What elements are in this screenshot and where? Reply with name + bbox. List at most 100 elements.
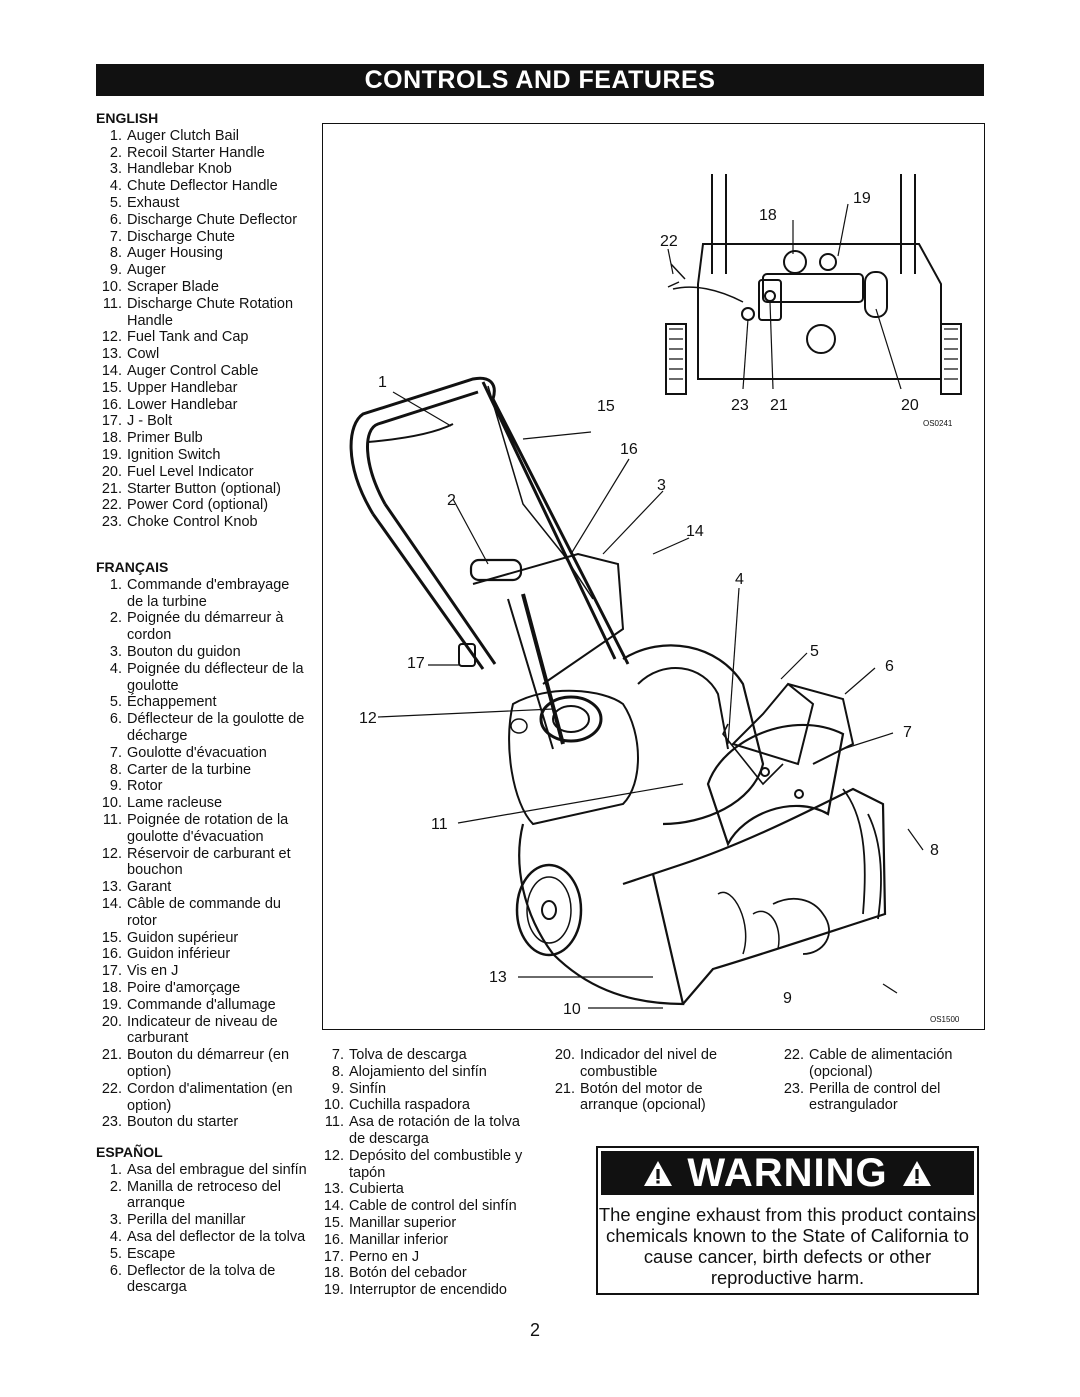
figure-code-top: OS0241 — [923, 419, 953, 428]
part-list-item: 6.Discharge Chute Deflector — [96, 212, 308, 229]
part-list-item: 15.Manillar superior — [318, 1215, 533, 1232]
callout-19: 19 — [853, 190, 871, 207]
part-name: Alojamiento del sinfín — [349, 1063, 487, 1080]
part-number: 17. — [323, 1248, 344, 1265]
part-number: 4. — [109, 660, 122, 677]
part-list-item: 13.Cubierta — [318, 1181, 533, 1198]
part-name: Perno en J — [349, 1248, 420, 1265]
part-name: Escape — [127, 1245, 176, 1262]
part-number: 7. — [109, 744, 122, 761]
part-list-item: 1. Commande d'embrayage de la turbine — [96, 577, 308, 611]
callout-11: 11 — [431, 816, 448, 833]
french-parts-column: FRANÇAIS 1.Commande d'embrayage de la tu… — [96, 559, 308, 1131]
part-list-item: 17. Perno en J — [318, 1249, 533, 1266]
part-name: Manillar superior — [349, 1214, 457, 1231]
snow-thrower-illustration: 19 18 22 1 15 23 21 20 16 3 2 14 4 17 5 … — [322, 123, 985, 1030]
part-number: 11. — [324, 1114, 344, 1131]
part-list-item: 14.Câble de commande du rotor — [96, 896, 308, 930]
part-name: Poignée du démarreur à cordon — [127, 610, 284, 644]
part-list-item: 19.Interruptor de encendido — [318, 1282, 533, 1299]
part-number: 17. — [101, 963, 122, 980]
part-list-item: 3.Perilla del manillar — [96, 1212, 308, 1229]
part-name: Poignée de rotation de la goulotte d'éva… — [127, 811, 289, 845]
warning-heading: WARNING — [687, 1150, 888, 1195]
part-number: 23. — [783, 1080, 804, 1097]
part-list-item: 5.Échappement — [96, 694, 308, 711]
part-number: 12. — [101, 329, 122, 346]
callout-21: 21 — [770, 397, 788, 414]
part-number: 23. — [101, 1114, 122, 1131]
part-number: 10. — [323, 1097, 344, 1114]
part-number: 18. — [101, 430, 122, 447]
part-name: Discharge Chute Rotation Handle — [127, 295, 294, 329]
part-name: Échappement — [127, 694, 217, 711]
part-name: Choke Control Knob — [127, 514, 258, 531]
part-number: 1. — [109, 576, 122, 593]
part-number: 19. — [323, 1282, 344, 1299]
callout-17: 17 — [407, 655, 425, 672]
part-number: 22. — [783, 1047, 804, 1063]
warning-box: WARNING The engine exhaust from this pro… — [596, 1146, 979, 1295]
part-list-item: 23.Perilla de control del estrangulador — [770, 1081, 980, 1115]
part-number: 8. — [109, 761, 122, 778]
callout-leaders — [377, 391, 924, 1009]
part-name: Cubierta — [349, 1181, 404, 1198]
part-number: 23. — [101, 514, 122, 531]
part-list-item: 2. Poignée du démarreur à cordon — [96, 610, 308, 644]
callout-14: 14 — [686, 523, 704, 540]
part-list-item: 16.Lower Handlebar — [96, 397, 308, 414]
callout-10: 10 — [563, 1001, 581, 1018]
callout-4: 4 — [735, 571, 744, 588]
warning-message: The engine exhaust from this product con… — [598, 1204, 977, 1288]
part-list-item: 11.Poignée de rotation de la goulotte d'… — [96, 812, 308, 846]
part-name: Depósito del combustible y tapón — [349, 1147, 523, 1181]
part-list-item: 4.Poignée du déflecteur de la goulotte — [96, 661, 308, 695]
part-number: 8. — [331, 1063, 344, 1080]
part-list-item: 1.Asa del embrague del sinfín — [96, 1162, 308, 1179]
part-number: 2. — [109, 610, 122, 627]
part-name: Cable de alimentación (opcional) — [809, 1047, 953, 1080]
part-name: Exhaust — [127, 194, 180, 211]
part-number: 11. — [102, 295, 122, 312]
part-name: Cowl — [127, 346, 160, 363]
part-number: 22. — [101, 1080, 122, 1097]
callout-6: 6 — [885, 658, 894, 675]
part-list-item: 8.Auger Housing — [96, 245, 308, 262]
part-name: Cable de control del sinfín — [349, 1198, 517, 1215]
part-list-item: 9.Sinfín — [318, 1081, 533, 1098]
part-name: Sinfín — [349, 1080, 387, 1097]
callout-9: 9 — [783, 990, 792, 1007]
part-number: 9. — [109, 778, 122, 795]
part-number: 21. — [101, 1047, 122, 1064]
part-name: Recoil Starter Handle — [127, 144, 265, 161]
part-number: 14. — [101, 362, 122, 379]
part-number: 14. — [323, 1198, 344, 1215]
part-name: Bouton du guidon — [127, 643, 241, 660]
page-title: CONTROLS AND FEATURES — [96, 64, 984, 96]
part-list-item: 8. Alojamiento del sinfín — [318, 1064, 533, 1081]
part-number: 16. — [323, 1231, 344, 1248]
part-name: Asa del deflector de la tolva — [127, 1228, 306, 1245]
part-list-item: 22. Cable de alimentación (opcional) — [770, 1047, 980, 1081]
part-list-item: 7.Tolva de descarga — [318, 1047, 533, 1064]
part-list-item: 20.Fuel Level Indicator — [96, 464, 308, 481]
snow-thrower-diagram: 19 18 22 1 15 23 21 20 16 3 2 14 4 17 5 … — [349, 174, 962, 1024]
part-list-item: 21.Botón del motor de arranque (opcional… — [541, 1081, 741, 1115]
part-name: Garant — [127, 879, 172, 896]
part-number: 16. — [101, 946, 122, 963]
part-name: Poire d'amorçage — [127, 979, 241, 996]
part-list-item: 18.Primer Bulb — [96, 430, 308, 447]
part-name: Chute Deflector Handle — [127, 178, 278, 195]
part-name: Vis en J — [127, 963, 179, 980]
callout-numbers: 19 18 22 1 15 23 21 20 16 3 2 14 4 17 5 … — [359, 190, 960, 1024]
english-heading: ENGLISH — [96, 110, 159, 126]
warning-triangle-icon — [644, 1160, 673, 1186]
callout-8: 8 — [930, 842, 939, 859]
control-panel-inset — [665, 174, 962, 395]
part-name: Auger Control Cable — [127, 362, 259, 379]
part-name: Câble de commande du rotor — [127, 895, 281, 929]
part-name: Commande d'embrayage de la turbine — [127, 576, 290, 610]
